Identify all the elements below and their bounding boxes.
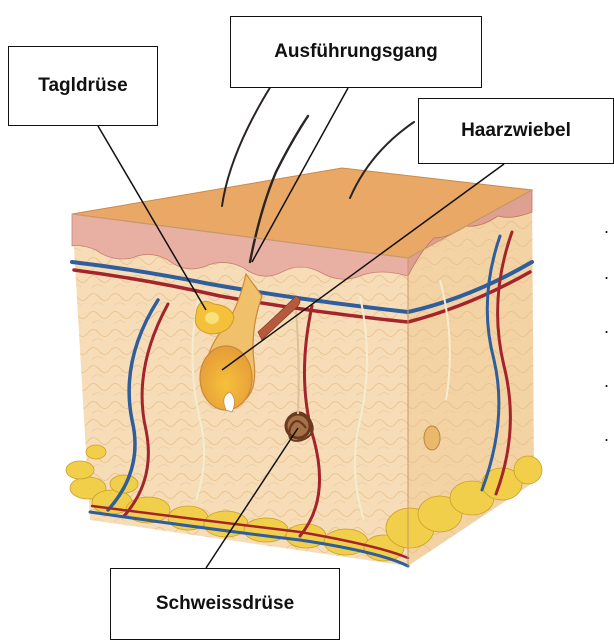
pacinian-corpuscle — [424, 426, 440, 450]
side-mark-4: . — [604, 372, 609, 390]
side-mark-2: . — [604, 264, 609, 282]
label-talgdruese: Tagldrüse — [8, 46, 158, 126]
side-mark-5: . — [604, 426, 609, 444]
sebaceous-gland-core — [205, 312, 219, 324]
label-schweissdruese: Schweissdrüse — [110, 568, 340, 640]
label-ausfuehrungsgang: Ausführungsgang — [230, 16, 482, 88]
side-mark-1: . — [604, 218, 609, 236]
label-haarzwiebel: Haarzwiebel — [418, 98, 614, 164]
side-mark-3: . — [604, 318, 609, 336]
